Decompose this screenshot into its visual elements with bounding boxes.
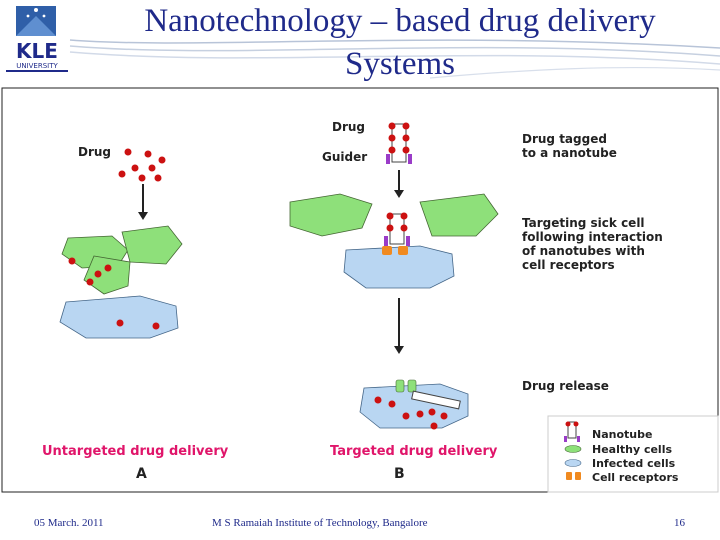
infected-cell — [59, 295, 179, 339]
healthy-cell — [121, 225, 183, 265]
released-drug — [374, 396, 448, 430]
footer-institute: M S Ramaiah Institute of Technology, Ban… — [212, 517, 428, 529]
panel-letter-a: A — [136, 466, 147, 482]
drug-delivery-diagram: Drug Untargeted drug delivery A Drug Gui… — [1, 87, 719, 493]
untargeted-caption: Untargeted drug delivery — [42, 444, 229, 459]
footer-page-number: 16 — [674, 517, 685, 529]
footer-date: 05 March. 2011 — [34, 517, 104, 529]
nanotube-with-drug — [386, 122, 412, 164]
legend: Nanotube Healthy cells Infected cells Ce… — [547, 415, 719, 493]
legend-healthy: Healthy cells — [592, 443, 672, 456]
healthy-cell — [83, 255, 131, 295]
targeted-caption: Targeted drug delivery — [330, 444, 498, 459]
logo-main-text: KLE — [16, 39, 58, 63]
right-drug-label: Drug — [332, 120, 365, 134]
kle-university-logo: KLE UNIVERSITY — [6, 6, 68, 72]
free-drug-molecules — [118, 148, 166, 182]
drug-in-cells — [68, 257, 160, 330]
legend-infected: Infected cells — [592, 457, 676, 470]
slide-title: Nanotechnology – based drug delivery — [144, 3, 656, 39]
slide-footer — [0, 500, 720, 540]
left-drug-label: Drug — [78, 145, 111, 159]
logo-sub-text: UNIVERSITY — [16, 62, 58, 70]
legend-receptors: Cell receptors — [592, 471, 679, 484]
step1-label: Drug tagged to a nanotube — [522, 132, 617, 160]
header-swoosh — [69, 39, 720, 79]
slide-title-line2: Systems — [344, 46, 456, 82]
guider-label: Guider — [322, 150, 367, 164]
healthy-cell — [419, 193, 499, 237]
panel-letter-b: B — [394, 466, 405, 482]
healthy-cell — [289, 193, 373, 237]
nanotube-docking — [382, 212, 410, 255]
released-nanotube — [411, 390, 461, 410]
step2-label: Targeting sick cell following interactio… — [522, 216, 667, 272]
infected-cell — [343, 245, 455, 289]
step3-label: Drug release — [522, 379, 609, 393]
legend-nanotube: Nanotube — [592, 428, 652, 441]
